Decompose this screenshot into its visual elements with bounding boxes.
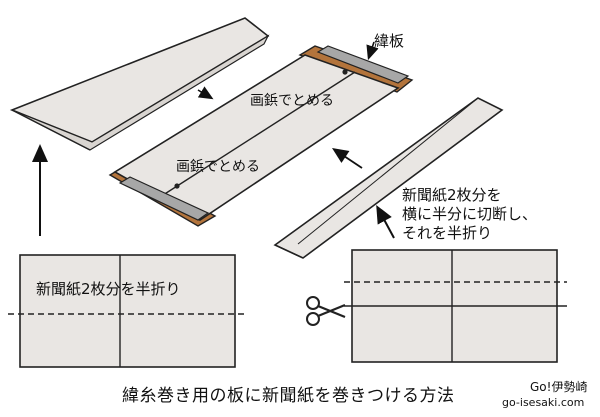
scissors-icon xyxy=(306,296,346,326)
diagram-caption: 緯糸巻き用の板に新聞紙を巻きつける方法 xyxy=(122,386,455,406)
arrow-to-strip xyxy=(376,204,395,239)
arrow-weft-board-label xyxy=(366,41,379,61)
newspaper-panel-left xyxy=(8,254,245,368)
folded-newspaper-top-left xyxy=(9,17,270,151)
label-staple-upper: 画鋲でとめる xyxy=(250,93,334,109)
credit-name: Go!伊勢崎 xyxy=(530,380,588,394)
label-cut-note-line1: 新聞紙2枚分を xyxy=(402,186,502,204)
label-cut-note-line2: 横に半分に切断し、 xyxy=(402,205,538,223)
credit-url: go-isesaki.com xyxy=(502,396,585,409)
weft-board-assembly xyxy=(108,45,414,227)
arrow-to-board-lower xyxy=(332,148,363,169)
label-fold-two-sheets: 新聞紙2枚分を半折り xyxy=(36,280,181,298)
folded-strip-right xyxy=(273,97,504,259)
label-staple-lower: 画鋲でとめる xyxy=(176,159,260,175)
newspaper-panel-right xyxy=(344,249,567,363)
label-weft-board: 緯板 xyxy=(374,32,405,50)
arrow-to-board-upper xyxy=(197,86,214,100)
label-cut-note-line3: それを半折り xyxy=(402,224,493,242)
